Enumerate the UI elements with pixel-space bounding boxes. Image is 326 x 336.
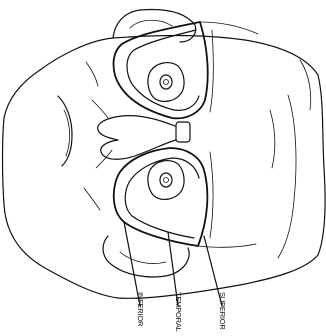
goggle-lens-lower-inner — [125, 158, 199, 238]
label-inferior: INFERIOR — [136, 292, 145, 327]
pupil-upper — [160, 75, 172, 89]
goggle-seal-lower — [210, 152, 213, 238]
head-contour-3 — [300, 60, 311, 110]
nose — [98, 116, 176, 160]
label-temporal: TEMPORAL — [174, 292, 183, 332]
pupil-lower — [160, 173, 172, 187]
label-superior: SUPERIOR — [218, 292, 227, 330]
head-contour-2 — [270, 110, 275, 168]
eye-lower — [148, 161, 184, 200]
pupil-upper-inner — [164, 80, 169, 85]
pupil-lower-inner — [164, 178, 169, 183]
goggle-bridge — [176, 122, 190, 142]
lower-ear-inner — [120, 252, 166, 264]
upper-ear-inner — [130, 20, 172, 28]
goggle-lens-lower — [114, 148, 208, 246]
mouth — [58, 96, 72, 166]
cheek-line-upper — [86, 62, 98, 86]
strap-upper — [200, 22, 258, 34]
goggle-seal-upper — [210, 30, 213, 112]
cheek-line-lower — [84, 188, 100, 210]
head-contour-1 — [278, 95, 296, 258]
goggle-lens-upper-inner — [127, 30, 199, 110]
eye-upper — [148, 63, 184, 102]
mouth-upper-lip — [64, 110, 70, 156]
nasal-fold-upper — [92, 100, 108, 118]
